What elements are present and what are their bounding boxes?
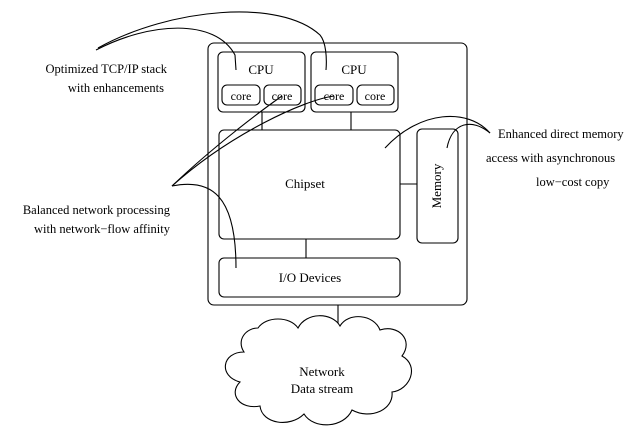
annotation-dma: Enhanced direct memory access with async…: [486, 127, 624, 189]
dma-leader-to-chipset: [384, 115, 491, 149]
core-box: [314, 84, 354, 106]
chipset-label: Chipset: [285, 176, 325, 191]
annotation-tcp-line1: Optimized TCP/IP stack: [45, 62, 167, 76]
annotation-balanced-line1: Balanced network processing: [23, 203, 171, 217]
dma-leader-to-memory: [446, 123, 491, 149]
memory-block: Memory: [416, 128, 459, 244]
core-box: [356, 84, 395, 106]
io-devices-label: I/O Devices: [279, 270, 341, 285]
annotation-leaders: [95, 11, 491, 269]
cpu-label: CPU: [248, 62, 274, 77]
annotation-dma-line1: Enhanced direct memory: [498, 127, 624, 141]
network-label-line1: Network: [299, 364, 345, 379]
core-label: core: [365, 89, 386, 103]
core-box: [263, 84, 302, 106]
annotation-tcp: Optimized TCP/IP stack with enhancements: [45, 62, 167, 95]
balanced-leader-to-core2: [171, 95, 335, 187]
core-box: [221, 84, 261, 106]
annotation-dma-line3: low−cost copy: [536, 175, 610, 189]
network-label-line2: Data stream: [291, 381, 353, 396]
chipset-block: Chipset: [218, 129, 401, 240]
annotation-dma-line2: access with asynchronous: [486, 151, 615, 165]
annotation-balanced-line2: with network−flow affinity: [34, 222, 171, 236]
tcp-leader-to-cpu1: [95, 27, 237, 71]
balanced-leader-to-core1: [171, 95, 283, 187]
memory-label: Memory: [429, 163, 444, 208]
annotation-balanced: Balanced network processing with network…: [23, 203, 171, 236]
annotation-tcp-line2: with enhancements: [68, 81, 164, 95]
core-label: core: [231, 89, 252, 103]
balanced-leader-to-io: [171, 183, 237, 269]
tcp-leader-to-cpu2: [97, 11, 327, 71]
cpu-block-1: CPU core core: [217, 51, 306, 113]
io-devices-block: I/O Devices: [218, 257, 401, 298]
cpu-label: CPU: [341, 62, 367, 77]
network-cloud: Network Data stream: [224, 315, 412, 426]
cpu-block-2: CPU core core: [310, 51, 399, 113]
